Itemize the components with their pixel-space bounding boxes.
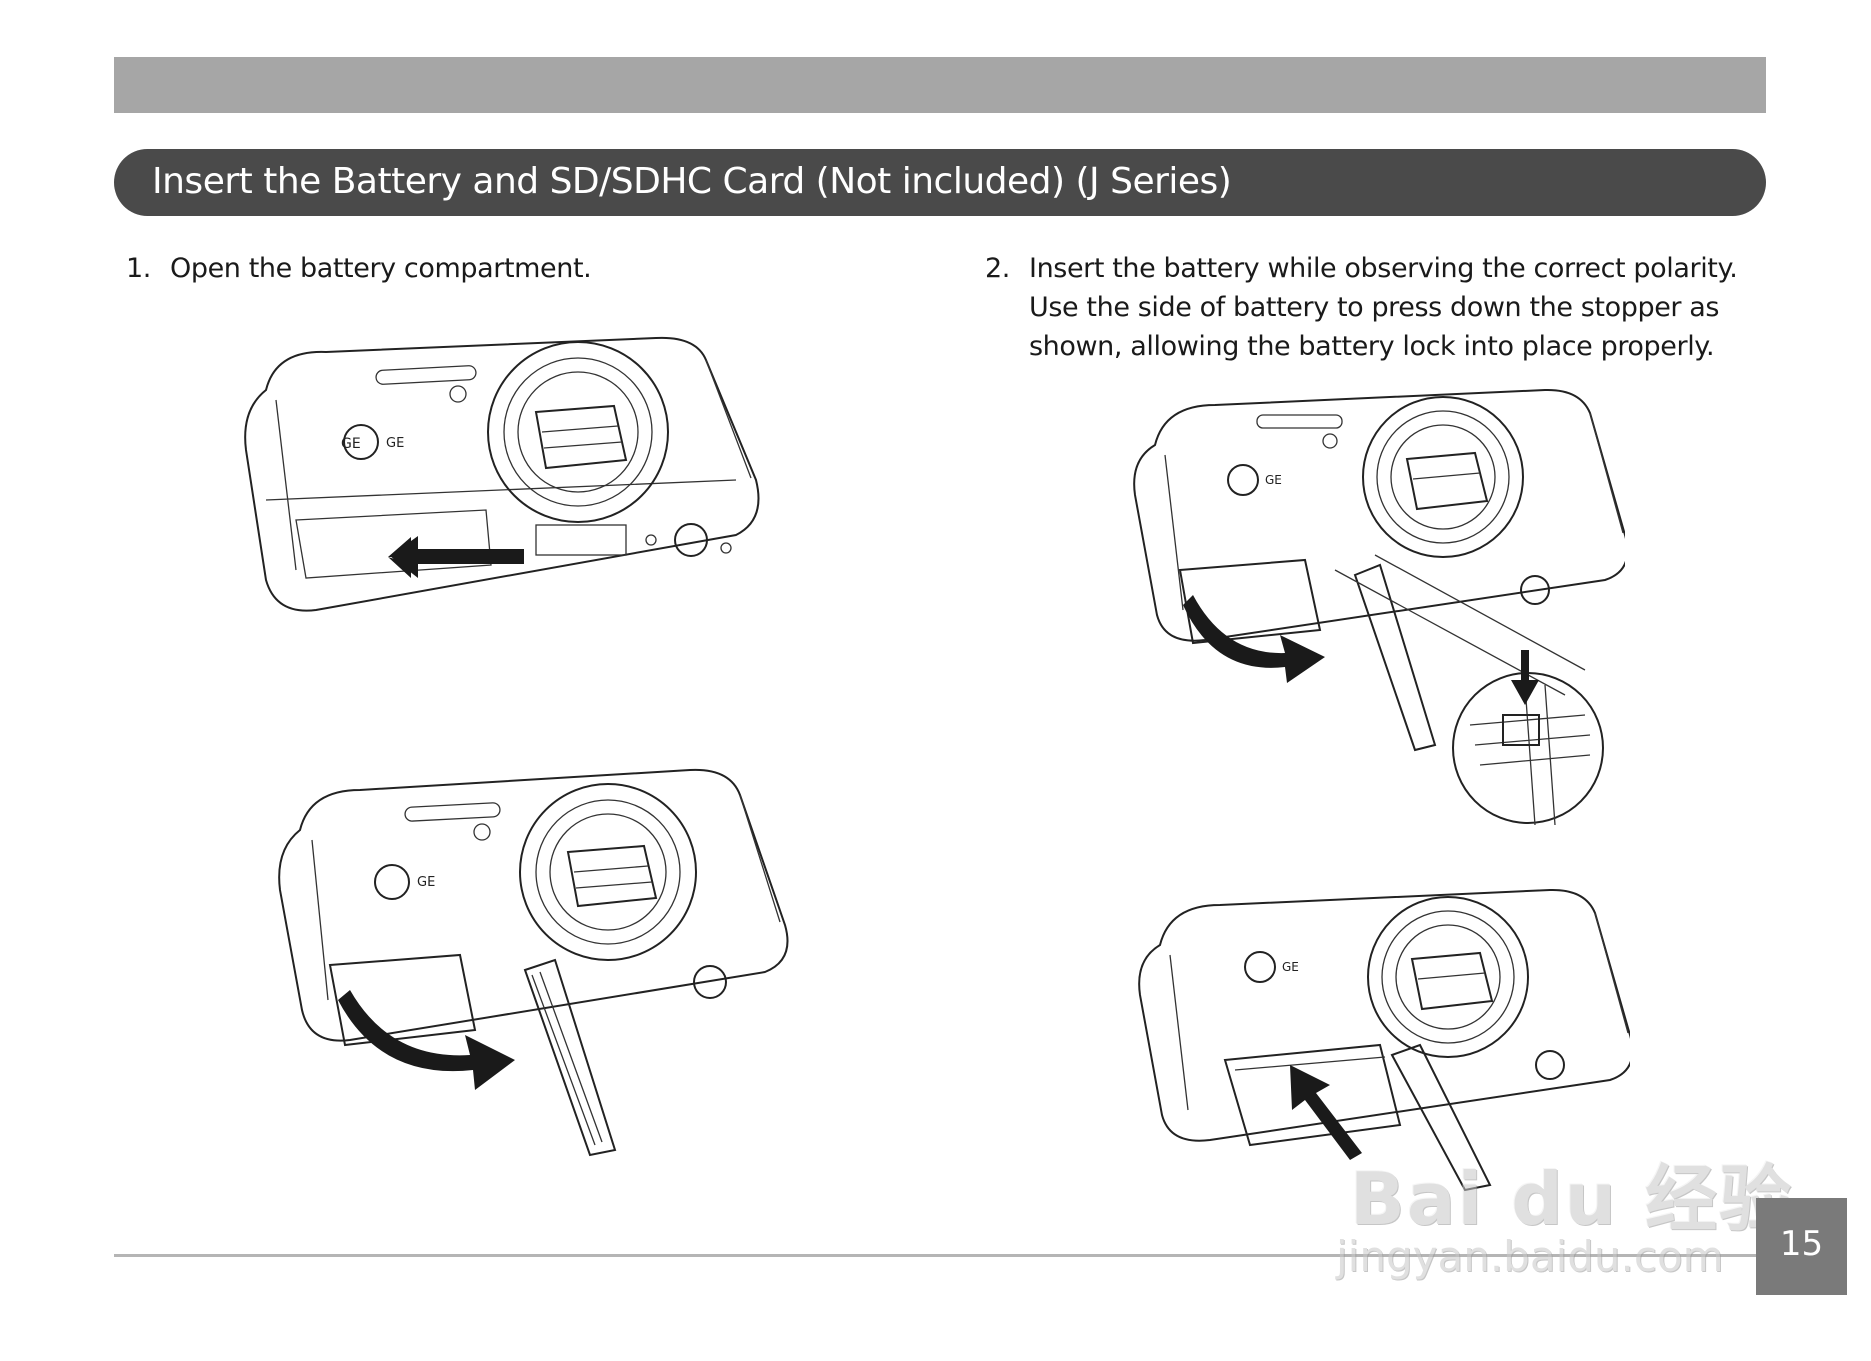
step-number: 2.	[985, 249, 1010, 288]
step-number: 1.	[126, 249, 151, 288]
step-1: 1. Open the battery compartment.	[126, 249, 826, 289]
step-2: 2. Insert the battery while observing th…	[985, 249, 1765, 369]
svg-text:GE: GE	[1282, 960, 1299, 974]
ge-logo-small: GE	[341, 436, 361, 452]
svg-text:GE: GE	[417, 875, 435, 890]
camera-door-open-illustration: GE	[270, 760, 790, 1160]
svg-text:GE: GE	[386, 436, 404, 451]
top-decor-bar	[114, 57, 1766, 113]
watermark-url: jingyan.baidu.com	[1336, 1232, 1724, 1281]
page-number: 15	[1756, 1224, 1847, 1264]
page-number-badge: 15	[1756, 1198, 1847, 1295]
watermark-logo: Bai du 经验	[1350, 1140, 1793, 1245]
rotate-arrow-icon	[338, 990, 515, 1090]
section-title: Insert the Battery and SD/SDHC Card (Not…	[152, 161, 1231, 202]
press-down-arrow-icon	[1511, 650, 1539, 705]
svg-text:GE: GE	[1265, 473, 1282, 487]
camera-closed-illustration: GE GE	[236, 330, 766, 620]
step-text: Insert the battery while observing the c…	[1029, 249, 1769, 366]
section-header: Insert the Battery and SD/SDHC Card (Not…	[114, 149, 1766, 216]
watermark: Bai du 经验 jingyan.baidu.com	[1320, 1140, 1760, 1300]
camera-stopper-illustration: GE	[1125, 385, 1625, 835]
step-text: Open the battery compartment.	[170, 249, 591, 288]
